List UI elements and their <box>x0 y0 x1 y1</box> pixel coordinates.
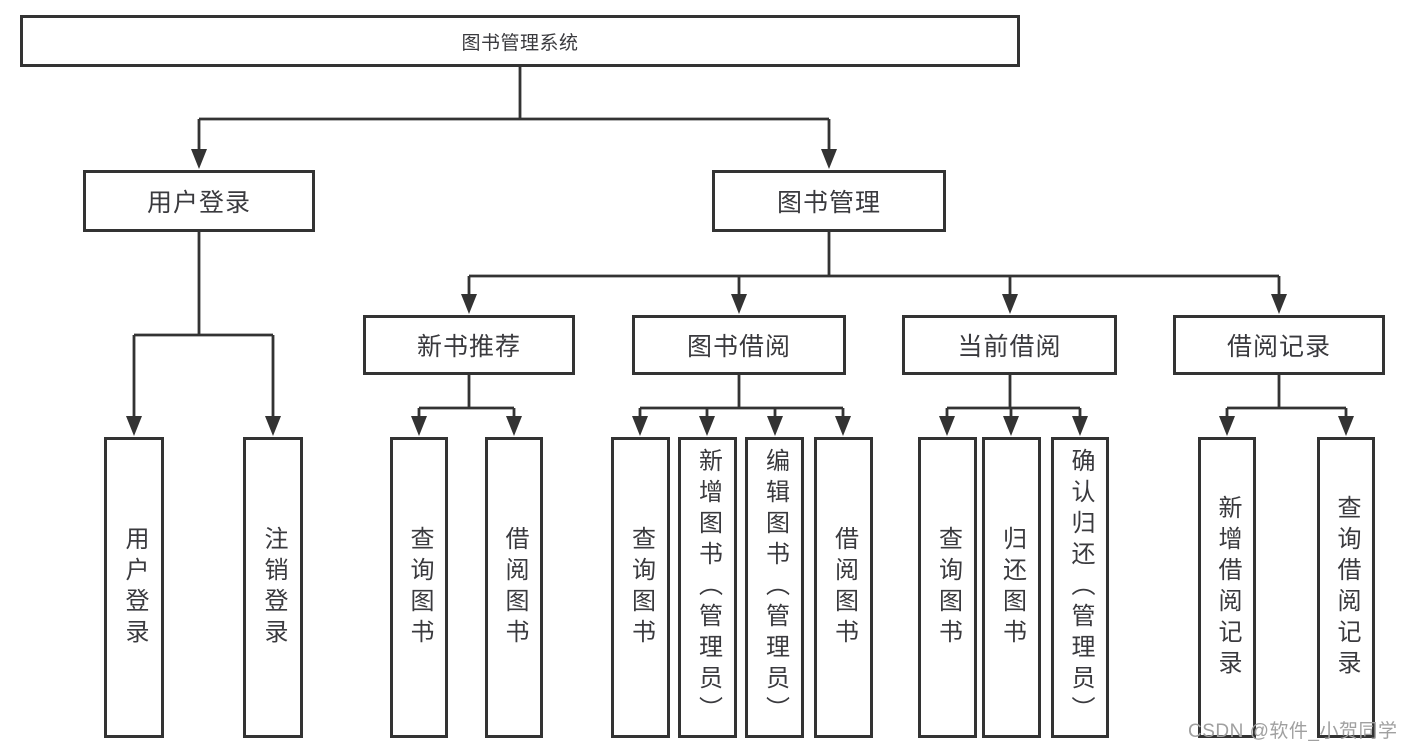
node-new-book-recommendation: 新书推荐 <box>363 315 575 375</box>
node-current-borrowing: 当前借阅 <box>902 315 1117 375</box>
leaf-add-books-admin: 新增图书（管理员） <box>678 437 737 738</box>
node-user-login: 用户登录 <box>83 170 315 232</box>
node-label: 注销登录 <box>260 525 287 650</box>
leaf-logout: 注销登录 <box>243 437 303 738</box>
node-label: 借阅图书 <box>830 525 858 650</box>
node-label: 查询图书 <box>627 525 655 650</box>
node-label: 新增图书（管理员） <box>694 448 722 727</box>
leaf-add-borrow-record: 新增借阅记录 <box>1198 437 1256 738</box>
leaf-query-borrow-record: 查询借阅记录 <box>1317 437 1375 738</box>
leaf-query-books-borrow: 查询图书 <box>611 437 670 738</box>
node-label: 当前借阅 <box>957 333 1062 361</box>
node-borrowing-records: 借阅记录 <box>1173 315 1385 375</box>
csdn-watermark: CSDN @软件_小贺同学 <box>1188 721 1398 742</box>
leaf-confirm-return-admin: 确认归还（管理员） <box>1051 437 1109 738</box>
node-label: 用户登录 <box>146 189 251 217</box>
leaf-return-books: 归还图书 <box>982 437 1041 738</box>
leaf-borrow-books: 借阅图书 <box>814 437 873 738</box>
node-book-borrowing: 图书借阅 <box>632 315 846 375</box>
node-label: 查询借阅记录 <box>1333 494 1360 681</box>
node-label: 新增借阅记录 <box>1214 494 1241 681</box>
leaf-edit-books-admin: 编辑图书（管理员） <box>745 437 804 738</box>
leaf-query-books-current: 查询图书 <box>918 437 977 738</box>
node-label: 新书推荐 <box>416 333 521 361</box>
leaf-user-login: 用户登录 <box>104 437 164 738</box>
leaf-borrow-books-recommend: 借阅图书 <box>485 437 543 738</box>
leaf-query-books-recommend: 查询图书 <box>390 437 448 738</box>
node-label: 图书管理 <box>776 189 881 217</box>
node-label: 图书借阅 <box>686 333 791 361</box>
node-label: 查询图书 <box>934 525 962 650</box>
node-label: 查询图书 <box>406 525 433 650</box>
node-label: 归还图书 <box>998 525 1026 650</box>
node-label: 编辑图书（管理员） <box>761 448 789 727</box>
node-label: 用户登录 <box>121 525 148 650</box>
node-label: 借阅图书 <box>501 525 528 650</box>
node-label: 确认归还（管理员） <box>1067 448 1094 727</box>
node-label: 借阅记录 <box>1226 333 1331 361</box>
node-label: 图书管理系统 <box>461 32 579 54</box>
node-book-management: 图书管理 <box>712 170 946 232</box>
node-library-management-system: 图书管理系统 <box>20 15 1020 67</box>
